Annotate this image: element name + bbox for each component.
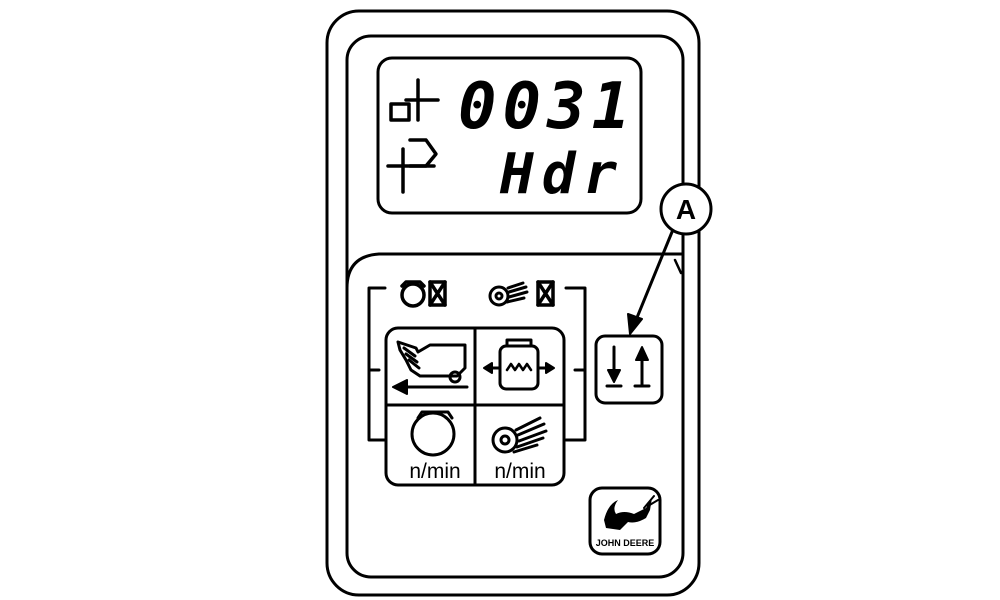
rotor-disabled-icon [488,280,555,307]
lcd-mode-readout: Hdr [499,142,625,207]
engine-rpm-icon [410,410,456,457]
leaping-deer-icon [604,498,652,530]
control-panel-outline [345,252,684,290]
lcd-display: 0031 Hdr [376,56,643,215]
control-panel: n/min n/min [345,252,684,556]
left-bracket [367,286,387,442]
callout-a: A [627,182,713,335]
engine-rpm-unit: n/min [409,460,460,483]
right-bracket [564,286,587,442]
header-hours-icon [386,138,438,194]
callout-arrowhead [627,313,643,335]
rotor-rpm-icon [491,416,548,454]
engine-rpm-button[interactable]: n/min [388,407,474,483]
logo-text: JOHN DEERE [596,538,655,548]
callout-label: A [676,194,696,225]
control-panel-notch [673,258,683,275]
monitor-bezel [345,34,685,579]
callout-leader-line [634,230,674,322]
rotor-rpm-button[interactable]: n/min [476,407,562,483]
callout-circle [659,182,713,236]
lcd-frame [376,56,643,215]
cleaning-fan-button[interactable] [476,330,562,404]
lcd-value-readout: 0031 [458,70,636,144]
hectare-counter-icon [389,78,440,122]
ground-speed-icon [392,340,469,395]
monitor-housing [325,9,701,597]
engine-disabled-icon [400,280,447,308]
ground-speed-button[interactable] [388,330,474,404]
down-up-arrows-icon [605,345,651,388]
john-deere-logo: JOHN DEERE [588,486,662,556]
rotor-rpm-unit: n/min [494,460,545,483]
adjust-down-up-button[interactable] [594,334,664,405]
cleaning-fan-icon [483,338,555,391]
